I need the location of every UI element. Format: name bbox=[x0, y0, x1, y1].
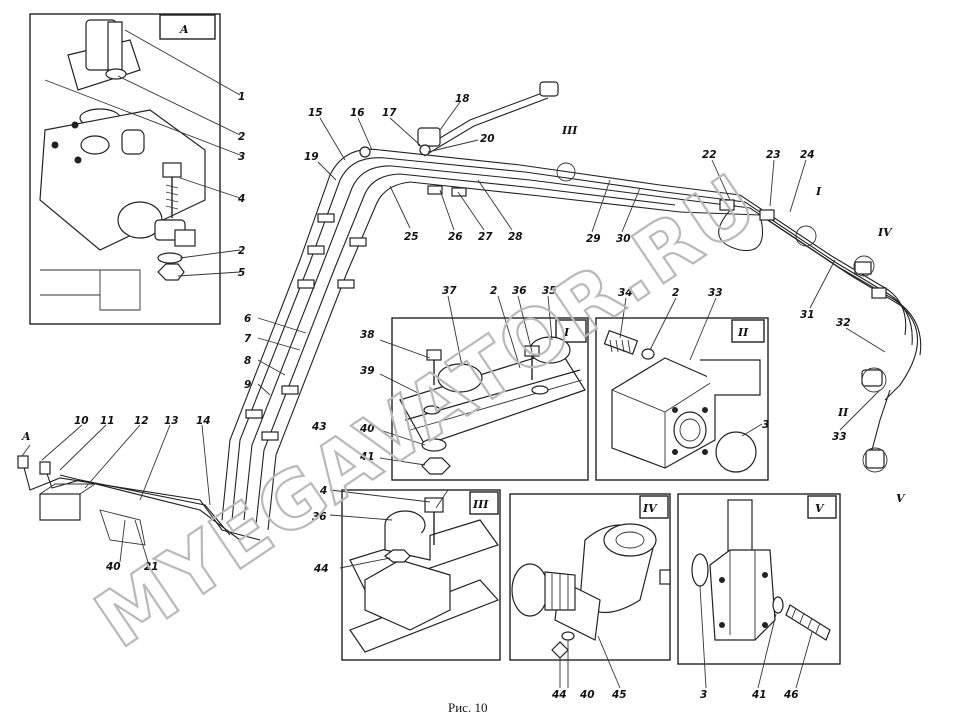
svg-text:29: 29 bbox=[586, 233, 601, 245]
figure-caption: Рис. 10 bbox=[448, 700, 487, 715]
svg-text:35: 35 bbox=[542, 285, 557, 297]
detail-circle-iv bbox=[853, 255, 875, 277]
inset-iii: III bbox=[329, 489, 501, 661]
svg-text:II: II bbox=[737, 326, 749, 339]
svg-text:32: 32 bbox=[836, 317, 851, 329]
inset-v: V bbox=[677, 493, 841, 689]
svg-text:17: 17 bbox=[382, 107, 397, 119]
inset-iv-callouts: 44 40 45 bbox=[551, 689, 627, 701]
svg-text:44: 44 bbox=[551, 689, 567, 701]
inset-i-callouts: 38 39 37 2 36 35 40 41 bbox=[359, 285, 557, 463]
svg-text:27: 27 bbox=[478, 231, 493, 243]
svg-text:19: 19 bbox=[304, 151, 319, 163]
svg-text:41: 41 bbox=[751, 689, 767, 701]
svg-text:4: 4 bbox=[237, 193, 245, 205]
svg-text:25: 25 bbox=[404, 231, 419, 243]
svg-text:20: 20 bbox=[480, 133, 495, 145]
svg-text:26: 26 bbox=[448, 231, 463, 243]
svg-text:33: 33 bbox=[832, 431, 847, 443]
svg-text:V: V bbox=[815, 502, 825, 515]
svg-text:I: I bbox=[563, 326, 570, 339]
svg-text:36: 36 bbox=[512, 285, 527, 297]
svg-text:18: 18 bbox=[455, 93, 470, 105]
svg-text:30: 30 bbox=[616, 233, 631, 245]
svg-text:14: 14 bbox=[196, 415, 211, 427]
main-pipe-assembly bbox=[17, 81, 922, 563]
svg-text:34: 34 bbox=[618, 287, 633, 299]
main-leaders bbox=[21, 101, 886, 563]
svg-text:36: 36 bbox=[312, 511, 327, 523]
svg-text:9: 9 bbox=[244, 379, 251, 391]
svg-text:5: 5 bbox=[238, 267, 245, 279]
inset-iii-callouts: 36 44 4 bbox=[312, 485, 329, 575]
svg-text:37: 37 bbox=[442, 285, 457, 297]
inset-a-frame: A bbox=[29, 13, 241, 325]
svg-text:IV: IV bbox=[642, 502, 658, 515]
svg-text:23: 23 bbox=[766, 149, 781, 161]
svg-text:2: 2 bbox=[672, 287, 679, 299]
svg-text:45: 45 bbox=[611, 689, 627, 701]
svg-text:3: 3 bbox=[762, 419, 769, 431]
svg-text:33: 33 bbox=[708, 287, 723, 299]
pipe-clamps bbox=[245, 185, 887, 441]
svg-text:1: 1 bbox=[238, 91, 245, 103]
inset-a-callouts: 1 2 3 4 2 5 bbox=[237, 91, 245, 279]
svg-text:31: 31 bbox=[800, 309, 815, 321]
svg-text:16: 16 bbox=[350, 107, 365, 119]
svg-text:41: 41 bbox=[359, 451, 375, 463]
main-callouts: 15 16 17 18 19 20 25 26 27 28 29 30 22 2… bbox=[21, 93, 906, 573]
svg-text:2: 2 bbox=[238, 131, 245, 143]
svg-text:III: III bbox=[561, 124, 578, 137]
svg-text:28: 28 bbox=[508, 231, 523, 243]
svg-text:44: 44 bbox=[313, 563, 329, 575]
inset-ii-callouts: 34 2 33 3 bbox=[618, 287, 769, 431]
svg-text:I: I bbox=[815, 185, 822, 198]
svg-text:38: 38 bbox=[360, 329, 375, 341]
svg-text:V: V bbox=[896, 492, 906, 505]
inset-v-callouts: 3 41 46 bbox=[700, 689, 799, 701]
svg-text:IV: IV bbox=[877, 226, 893, 239]
svg-text:43: 43 bbox=[311, 421, 327, 433]
inset-ii: II bbox=[595, 297, 769, 481]
svg-text:15: 15 bbox=[308, 107, 323, 119]
svg-text:II: II bbox=[837, 406, 849, 419]
svg-text:2: 2 bbox=[490, 285, 497, 297]
svg-text:III: III bbox=[472, 498, 489, 511]
svg-text:40: 40 bbox=[579, 689, 595, 701]
detail-circle-iii bbox=[556, 162, 576, 182]
svg-text:24: 24 bbox=[800, 149, 815, 161]
svg-text:21: 21 bbox=[144, 561, 159, 573]
svg-text:40: 40 bbox=[359, 423, 375, 435]
inset-iv: IV bbox=[509, 493, 671, 689]
inset-a-label: A bbox=[179, 23, 189, 36]
detail-circle-v bbox=[862, 447, 888, 473]
detail-circle-i bbox=[795, 225, 817, 247]
svg-text:2: 2 bbox=[238, 245, 245, 257]
svg-text:4: 4 bbox=[319, 485, 327, 497]
inset-i: I bbox=[379, 295, 589, 481]
svg-text:22: 22 bbox=[702, 149, 717, 161]
svg-text:10: 10 bbox=[74, 415, 89, 427]
detail-circle-ii bbox=[861, 367, 887, 393]
svg-text:8: 8 bbox=[244, 355, 251, 367]
svg-text:39: 39 bbox=[360, 365, 375, 377]
svg-text:13: 13 bbox=[164, 415, 179, 427]
svg-text:12: 12 bbox=[134, 415, 149, 427]
svg-text:3: 3 bbox=[700, 689, 707, 701]
svg-text:6: 6 bbox=[244, 313, 251, 325]
view-marker-a: A bbox=[21, 430, 31, 443]
svg-text:7: 7 bbox=[244, 333, 252, 345]
svg-text:11: 11 bbox=[100, 415, 115, 427]
svg-text:40: 40 bbox=[105, 561, 121, 573]
svg-text:3: 3 bbox=[238, 151, 245, 163]
svg-text:46: 46 bbox=[783, 689, 799, 701]
